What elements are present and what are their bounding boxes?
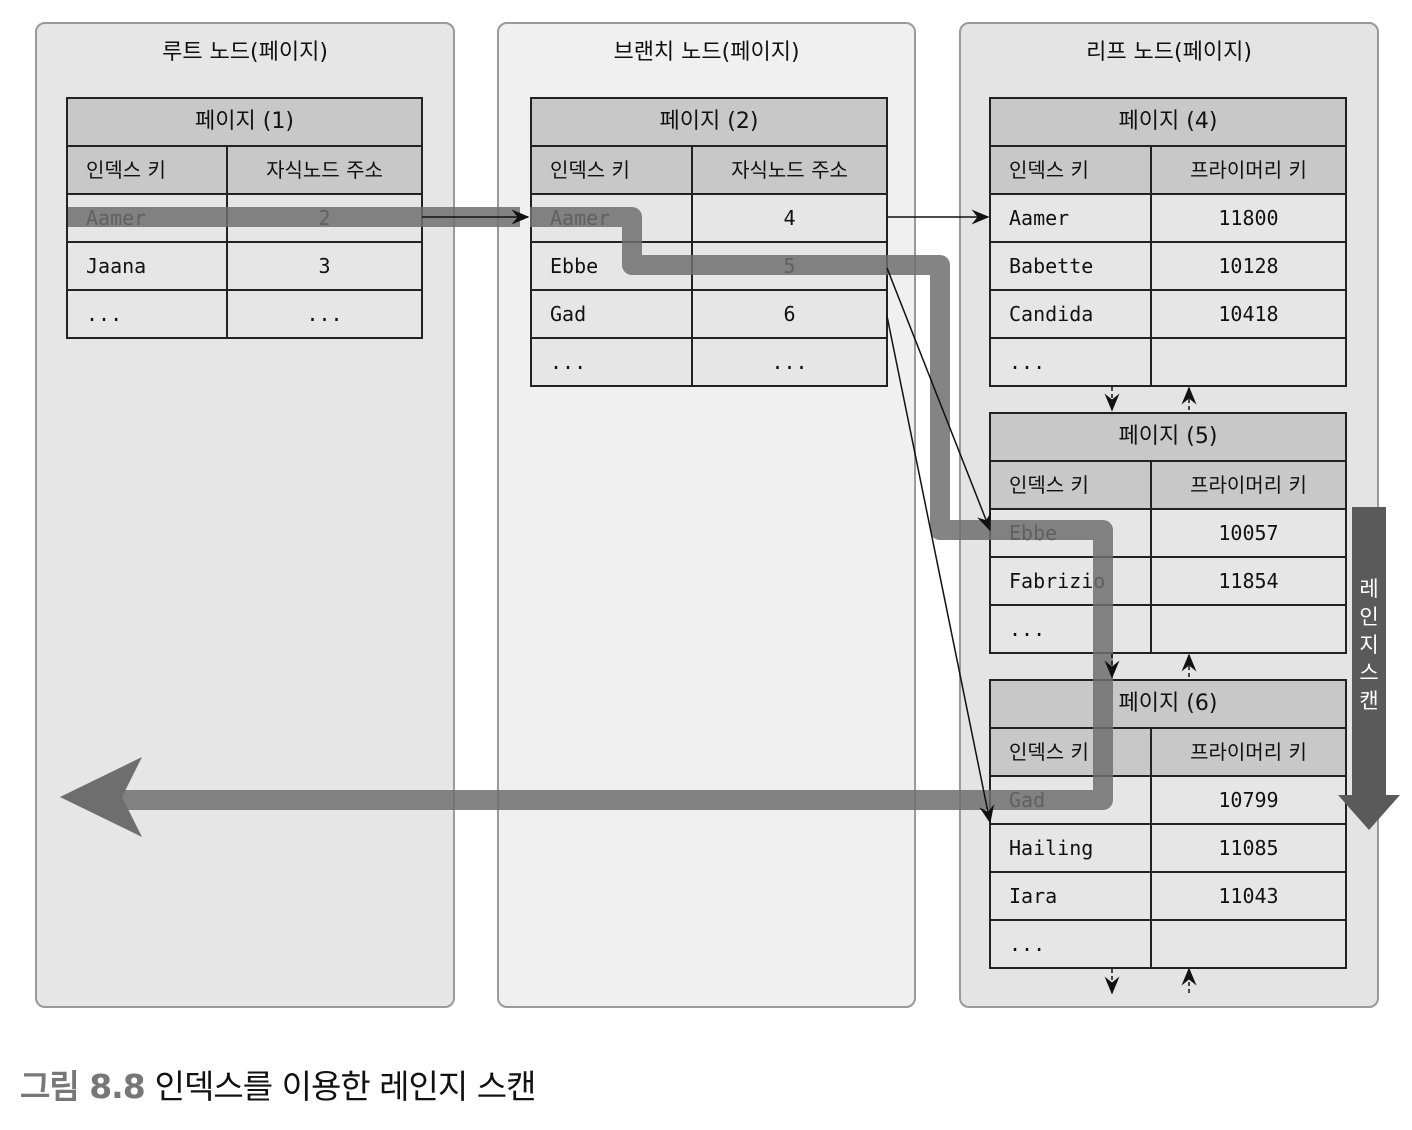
- cell-value: ...: [771, 350, 808, 374]
- cell-value: 3: [318, 254, 331, 278]
- table-row: Jaana 3: [68, 243, 421, 291]
- value-header: 프라이머리 키: [1190, 740, 1307, 764]
- value-header: 자식노드 주소: [266, 158, 383, 182]
- column-header-row: 인덱스 키 프라이머리 키: [991, 147, 1345, 195]
- cell-value: 11800: [1218, 206, 1279, 230]
- table-row: ...: [991, 606, 1345, 652]
- value-header: 자식노드 주소: [731, 158, 848, 182]
- table-row: Hailing 11085: [991, 825, 1345, 873]
- arrow-to-page5: [886, 267, 991, 532]
- table-row: ...: [991, 339, 1345, 385]
- table-row: ...: [991, 921, 1345, 967]
- sibling-links: [1104, 386, 1197, 995]
- cell-index-key: Candida: [991, 291, 1152, 337]
- cell-index-key: Hailing: [991, 825, 1152, 871]
- cell-index-key: ...: [991, 606, 1152, 652]
- table-row: Candida 10418: [991, 291, 1345, 339]
- caption-number: 그림 8.8: [20, 1067, 146, 1106]
- range-scan-label: 레인지 스캔: [1359, 577, 1379, 713]
- search-path: [68, 207, 1113, 810]
- panel-title: 리프 노드(페이지): [1086, 40, 1252, 65]
- cell-index-key: ...: [991, 921, 1152, 967]
- table-row: ......: [68, 291, 421, 337]
- table-row: Gad 6: [532, 291, 886, 339]
- cell-value: 10418: [1218, 302, 1279, 326]
- page-title: 페이지 (4): [991, 99, 1345, 147]
- cell-value: 11854: [1218, 569, 1279, 593]
- cell-index-key: Jaana: [68, 243, 228, 289]
- range-scan-arrow: [1338, 507, 1400, 830]
- cell-value: 10057: [1218, 521, 1279, 545]
- cell-index-key: Iara: [991, 873, 1152, 919]
- cell-value: ...: [306, 302, 343, 326]
- table-row: Babette 10128: [991, 243, 1345, 291]
- table-row: Aamer 11800: [991, 195, 1345, 243]
- branch-to-leaf-path: [120, 207, 1113, 810]
- cell-index-key: Ebbe: [532, 243, 693, 289]
- index-key-header: 인덱스 키: [991, 729, 1152, 775]
- cell-value: 10799: [1218, 788, 1279, 812]
- cell-index-key: Fabrizio: [991, 558, 1152, 604]
- cell-index-key: ...: [991, 339, 1152, 385]
- arrow-to-page6: [886, 315, 995, 824]
- caption-text: 인덱스를 이용한 레인지 스캔: [154, 1067, 537, 1106]
- cell-value: 6: [783, 302, 796, 326]
- page-title: 페이지 (2): [532, 99, 886, 147]
- column-header-row: 인덱스 키 프라이머리 키: [991, 462, 1345, 510]
- cell-index-key: Aamer: [991, 195, 1152, 241]
- page-title: 페이지 (5): [991, 414, 1345, 462]
- index-key-header: 인덱스 키: [532, 147, 693, 193]
- cell-value: 11043: [1218, 884, 1279, 908]
- table-row: Fabrizio 11854: [991, 558, 1345, 606]
- table-row: Iara 11043: [991, 873, 1345, 921]
- index-key-header: 인덱스 키: [991, 147, 1152, 193]
- table-row: ......: [532, 339, 886, 385]
- cell-value: 10128: [1218, 254, 1279, 278]
- column-header-row: 인덱스 키 자식노드 주소: [532, 147, 886, 195]
- column-header-row: 인덱스 키 자식노드 주소: [68, 147, 421, 195]
- return-arrow-head: [60, 757, 142, 837]
- panel-title: 브랜치 노드(페이지): [613, 40, 800, 65]
- value-header: 프라이머리 키: [1190, 473, 1307, 497]
- cell-index-key: Gad: [532, 291, 693, 337]
- cell-index-key: Babette: [991, 243, 1152, 289]
- column-header-row: 인덱스 키 프라이머리 키: [991, 729, 1345, 777]
- index-key-header: 인덱스 키: [68, 147, 228, 193]
- cell-index-key: ...: [532, 339, 693, 385]
- value-header: 프라이머리 키: [1190, 158, 1307, 182]
- cell-value: 11085: [1218, 836, 1279, 860]
- cell-value: 4: [783, 206, 796, 230]
- panel-title: 루트 노드(페이지): [162, 40, 328, 65]
- page-title: 페이지 (6): [991, 681, 1345, 729]
- page-title: 페이지 (1): [68, 99, 421, 147]
- cell-index-key: ...: [68, 291, 228, 337]
- index-key-header: 인덱스 키: [991, 462, 1152, 508]
